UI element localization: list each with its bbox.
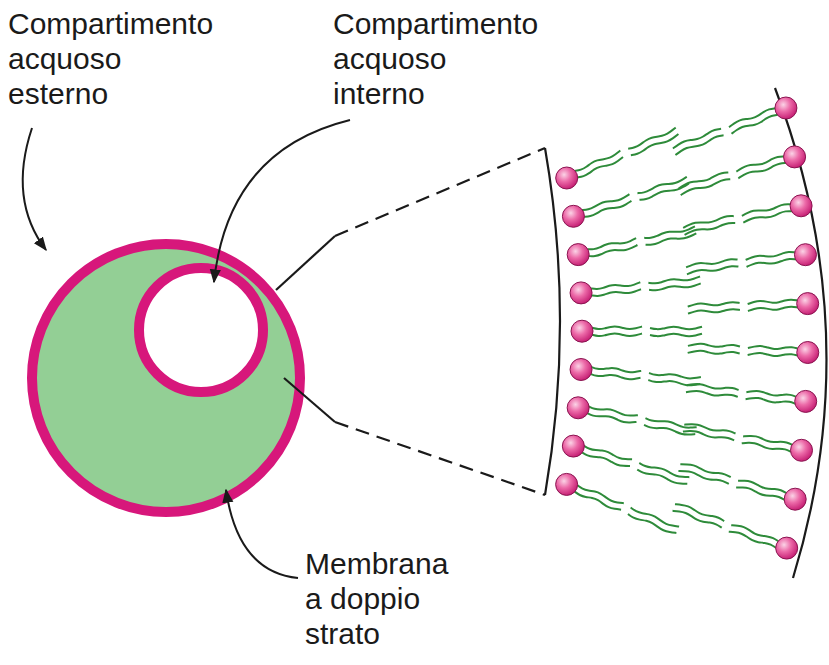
lipid-tail — [631, 134, 679, 155]
lipid-tail — [738, 481, 786, 493]
lipid-tail — [688, 351, 740, 354]
lipid-head — [567, 397, 589, 419]
lipid-tail — [577, 485, 624, 503]
lipid-tail — [748, 300, 798, 304]
lipid-tail — [683, 431, 734, 440]
lipid-head — [797, 293, 819, 315]
lipid-head — [556, 167, 578, 189]
lipid-tail — [746, 252, 795, 260]
lipid-tail — [743, 436, 792, 445]
lipid-tail — [648, 276, 700, 283]
lipid-head — [562, 435, 584, 457]
lipid-tail — [746, 391, 796, 397]
lipid-head — [570, 282, 592, 304]
lipid-tail — [591, 374, 641, 379]
zoom-line — [276, 236, 335, 290]
lipid-tail — [673, 129, 721, 149]
lipid-tail — [649, 283, 701, 290]
lipid-tail — [746, 398, 796, 404]
lipid-tail — [688, 302, 740, 306]
lipid-head — [556, 473, 578, 495]
lipid-tail — [589, 245, 638, 256]
callout-label: Membrana a doppio strato — [305, 546, 470, 651]
lipid-tail — [679, 173, 729, 189]
lipid-tail — [592, 334, 642, 336]
lipid-tail — [592, 327, 642, 329]
lipid-tail — [591, 282, 641, 289]
lipid-tail — [650, 334, 702, 336]
lipid-tail — [582, 452, 630, 466]
inner-membrane — [139, 268, 263, 392]
lipid-tail — [729, 532, 776, 548]
lipid-head — [567, 244, 589, 266]
lipid-tail — [644, 425, 695, 435]
lipid-tail — [582, 194, 629, 210]
lipid-tail — [587, 413, 636, 422]
lipid-tail — [574, 492, 621, 510]
lipid-tail — [675, 504, 724, 521]
lipid-head — [797, 342, 819, 364]
lipid-head — [784, 488, 806, 510]
lipid-tail — [680, 464, 730, 477]
callout-label: Compartimento acquoso esterno — [8, 6, 213, 111]
outer-membrane — [32, 244, 300, 512]
lipid-tail — [738, 163, 786, 178]
lipid-head — [570, 359, 592, 381]
lipid-tail — [589, 406, 638, 415]
lipid-head — [571, 320, 593, 342]
lipid-tail — [731, 525, 778, 541]
leader-arrow — [23, 128, 46, 250]
lipid-head — [795, 390, 817, 412]
lipid-tail — [587, 238, 636, 249]
zoom-line — [284, 378, 335, 422]
lipid-head — [794, 244, 816, 266]
lipid-tail — [649, 373, 701, 378]
membrane-arc — [545, 148, 560, 495]
lipid-tail — [747, 259, 796, 267]
lipid-tail — [577, 157, 623, 177]
lipid-head — [790, 195, 812, 217]
lipid-tail — [673, 511, 722, 528]
lipid-tail — [729, 108, 775, 127]
lipid-tail — [688, 344, 740, 347]
lipid-tail — [748, 307, 798, 311]
lipid-head — [784, 146, 806, 168]
lipid-tail — [628, 514, 676, 533]
lipid-head — [791, 439, 813, 461]
lipid-head — [775, 97, 797, 119]
lipid-tail — [686, 259, 737, 267]
lipid-tail — [686, 391, 738, 397]
lipid-tail — [736, 156, 784, 171]
leader-arrow — [226, 490, 298, 578]
lipid-tail — [748, 353, 798, 356]
lipid-head — [776, 537, 798, 559]
lipid-tail — [687, 384, 739, 390]
zoom-line — [335, 148, 545, 236]
membrane-arc — [775, 88, 826, 578]
lipid-tail — [688, 309, 740, 313]
lipid-tail — [584, 201, 631, 217]
lipid-tail — [748, 346, 798, 349]
lipid-tail — [687, 266, 738, 274]
lipid-tail — [743, 211, 792, 222]
lipid-tail — [684, 424, 735, 433]
lipid-head — [562, 205, 584, 227]
lipid-tail — [650, 327, 702, 329]
zoom-line — [335, 422, 545, 495]
lipid-tail — [742, 204, 791, 215]
lipid-bilayer — [556, 97, 819, 559]
lipid-tail — [591, 289, 641, 296]
lipid-tail — [681, 179, 731, 195]
callout-label: Compartimento acquoso interno — [333, 6, 538, 111]
lipid-tail — [644, 226, 695, 238]
lipid-tail — [591, 367, 641, 372]
lipid-tail — [683, 216, 734, 228]
leader-arrow — [214, 120, 350, 282]
lipid-tail — [742, 443, 791, 452]
lipid-tail — [646, 233, 697, 245]
lipid-tail — [645, 418, 696, 428]
